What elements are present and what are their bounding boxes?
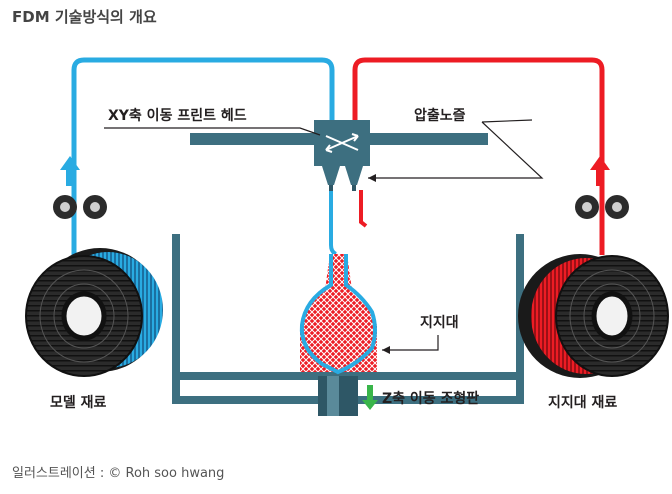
support-spool: [518, 254, 669, 378]
label-model-material: 모델 재료: [50, 395, 107, 411]
support-feed-arrow-icon: [590, 156, 610, 186]
xy-move-icon: [325, 135, 359, 151]
diagram-title: FDM 기술방식의 개요: [12, 8, 157, 26]
drive-rollers-right: [575, 195, 629, 219]
model-spool: [25, 248, 163, 377]
label-support: 지지대: [420, 315, 459, 331]
extrusion-nozzles: [322, 166, 363, 191]
model-feed-arrow-icon: [60, 156, 80, 186]
label-xy-print-head: XY축 이동 프린트 헤드: [108, 108, 247, 124]
label-extrusion-nozzle: 압출노즐: [414, 108, 466, 124]
support-nozzle-stub: [359, 190, 368, 228]
label-support-material: 지지대 재료: [548, 395, 618, 411]
support-filament: [352, 57, 605, 255]
support-structure: [300, 254, 377, 372]
print-head: [314, 120, 370, 166]
label-z-build-plate: Z축 이동 조형판: [382, 391, 480, 407]
illustration-credit: 일러스트레이션 : © Roh soo hwang: [12, 466, 225, 481]
drive-rollers-left: [53, 195, 107, 219]
z-axis-arrow-icon: [362, 385, 378, 410]
model-part: [299, 254, 377, 375]
model-filament: [71, 57, 335, 255]
leader-lines: [104, 119, 544, 351]
